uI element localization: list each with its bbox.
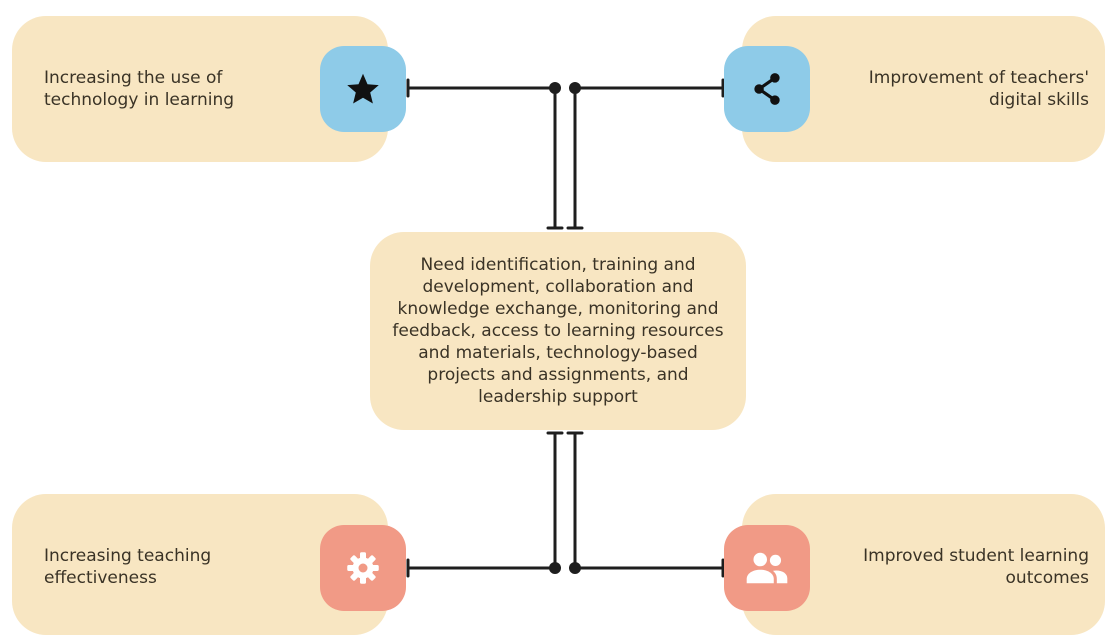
- gear-icon: [347, 552, 379, 584]
- star-icon: [347, 73, 379, 104]
- node-center-label: Need identification, training and develo…: [392, 255, 724, 407]
- node-top-left-label: Increasing the use of technology in lear…: [44, 68, 235, 110]
- node-bottom-right-label: Improved student learning outcomes: [863, 546, 1089, 588]
- share-icon: [754, 73, 780, 105]
- gear-badge: [320, 525, 406, 611]
- share-badge: [724, 46, 810, 132]
- star-badge: [320, 46, 406, 132]
- node-bottom-left-label: Increasing teaching effectiveness: [44, 546, 212, 588]
- node-center: Need identification, training and develo…: [370, 232, 746, 430]
- people-icon: [746, 552, 788, 584]
- node-top-right-label: Improvement of teachers' digital skills: [868, 68, 1089, 110]
- people-badge: [724, 525, 810, 611]
